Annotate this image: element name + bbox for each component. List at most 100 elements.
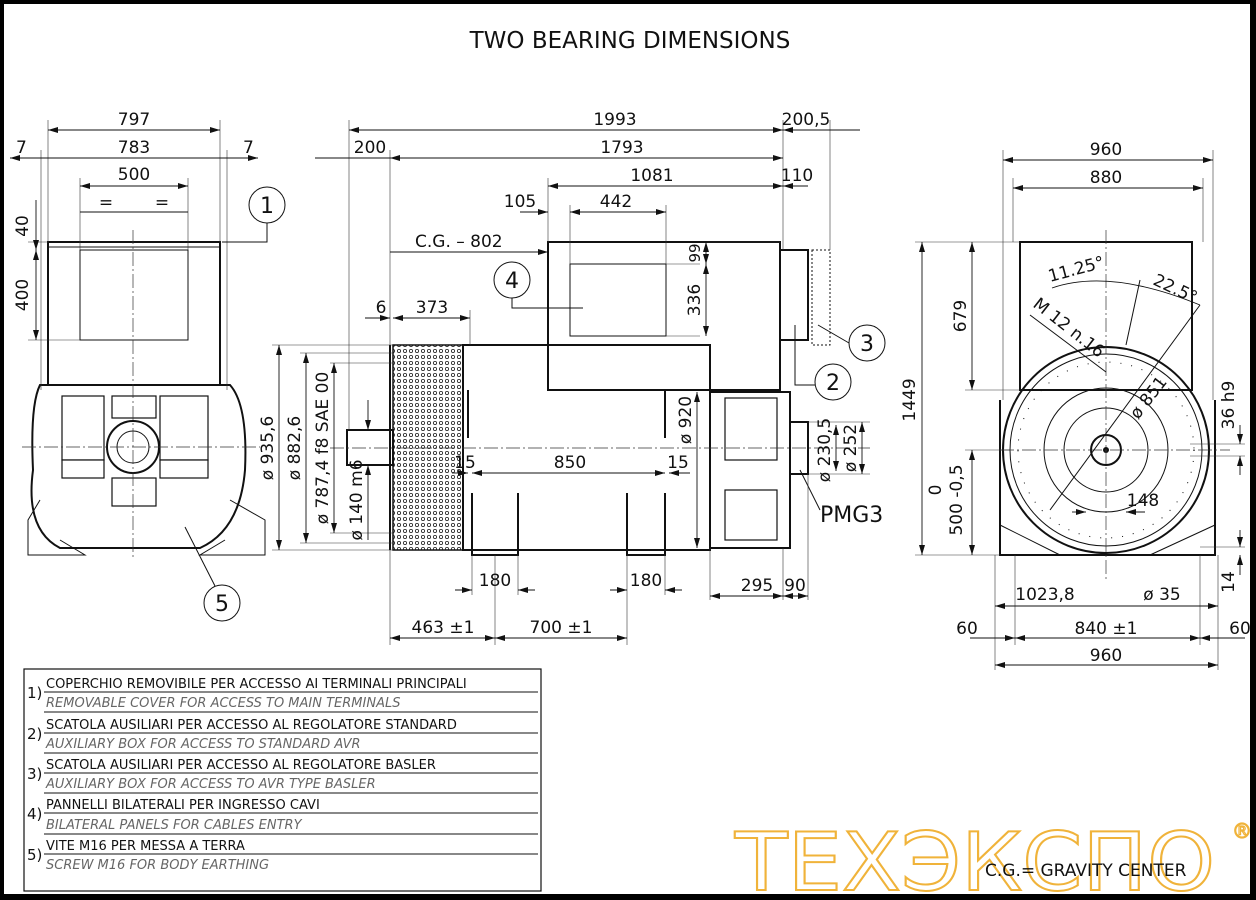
- svg-text:COPERCHIO REMOVIBILE PER ACCES: COPERCHIO REMOVIBILE PER ACCESSO AI TERM…: [46, 677, 467, 692]
- dim-40: 40: [13, 215, 33, 237]
- svg-text:SCATOLA AUSILIARI PER ACCESSO: SCATOLA AUSILIARI PER ACCESSO AL REGOLAT…: [46, 718, 457, 733]
- gravity-center-note: C.G.= GRAVITY CENTER: [985, 861, 1187, 881]
- dim-dia-140: ø 140 m6: [347, 459, 367, 540]
- holes-label: M 12 n.16: [1029, 294, 1108, 362]
- svg-text:AUXILIARY BOX FOR ACCESS TO ST: AUXILIARY BOX FOR ACCESS TO STANDARD AVR: [45, 737, 361, 752]
- dim-dia-787-4: ø 787,4 f8 SAE 00: [313, 372, 333, 525]
- dim-1993: 1993: [593, 110, 636, 130]
- dim-463: 463 ±1: [412, 618, 475, 638]
- dim-442: 442: [600, 192, 632, 212]
- svg-text:3): 3): [27, 765, 42, 783]
- legend-row-5: 5) VITE M16 PER MESSA A TERRA SCREW M16 …: [27, 839, 538, 873]
- end-view: 11.25° 22.5° M 12 n.16 ø 851 960 880 144…: [900, 140, 1251, 670]
- dim-7-right: 7: [243, 138, 254, 158]
- dim-679: 679: [951, 300, 971, 332]
- svg-text:PANNELLI BILATERALI PER INGRES: PANNELLI BILATERALI PER INGRESSO CAVI: [46, 798, 320, 813]
- dim-dia-35: ø 35: [1143, 585, 1180, 605]
- dim-90: 90: [784, 576, 806, 596]
- svg-text:3: 3: [860, 332, 874, 357]
- terminal-box: [47, 241, 221, 386]
- stator-body: [462, 344, 711, 551]
- dim-15-left: 15: [454, 453, 476, 473]
- dim-336: 336: [685, 284, 705, 316]
- dim-36-h9: 36 h9: [1219, 381, 1239, 430]
- svg-text:AUXILIARY BOX FOR ACCESS TO AV: AUXILIARY BOX FOR ACCESS TO AVR TYPE BAS…: [45, 777, 376, 792]
- dim-dia-230-5: ø 230,5: [815, 418, 835, 482]
- dim-960-top: 960: [1090, 140, 1122, 160]
- fan-cover: [392, 344, 464, 551]
- svg-text:BILATERAL PANELS FOR CABLES EN: BILATERAL PANELS FOR CABLES ENTRY: [46, 818, 303, 833]
- housing: [30, 384, 247, 549]
- callout-2: 2: [794, 325, 852, 401]
- dim-200-5: 200,5: [782, 110, 831, 130]
- dim-783: 783: [118, 138, 150, 158]
- dim-200: 200: [354, 138, 386, 158]
- dim-148: 148: [1127, 491, 1159, 511]
- dim-1023-8: 1023,8: [1015, 585, 1074, 605]
- svg-text:REMOVABLE COVER FOR ACCESS TO: REMOVABLE COVER FOR ACCESS TO MAIN TERMI…: [46, 696, 400, 711]
- drawing-title: TWO BEARING DIMENSIONS: [469, 28, 791, 54]
- legend-row-3: 3) SCATOLA AUSILIARI PER ACCESSO AL REGO…: [27, 758, 538, 794]
- svg-text:1): 1): [27, 684, 42, 702]
- dim-60-right: 60: [1229, 619, 1251, 639]
- aux-box-standard: [779, 249, 809, 341]
- dim-dia-882-6: ø 882,6: [285, 416, 305, 480]
- dim-880: 880: [1090, 168, 1122, 188]
- foot-right: [626, 493, 666, 556]
- dim-15-right: 15: [667, 453, 689, 473]
- legend-row-4: 4) PANNELLI BILATERALI PER INGRESSO CAVI…: [27, 798, 538, 835]
- dim-500: 500: [118, 165, 150, 185]
- dim-295: 295: [741, 576, 773, 596]
- svg-text:SCREW M16 FOR BODY EARTHING: SCREW M16 FOR BODY EARTHING: [46, 858, 269, 873]
- registered-mark: ®: [1232, 819, 1252, 843]
- dim-960-base: 960: [1090, 646, 1122, 666]
- equal-left: =: [99, 193, 113, 213]
- pmg-label: PMG3: [820, 503, 883, 528]
- dim-1449: 1449: [900, 378, 920, 421]
- dim-dia-252: ø 252: [841, 424, 861, 472]
- callout-4: 4: [493, 261, 583, 309]
- aux-box-basler: [811, 249, 831, 346]
- dim-14: 14: [1219, 571, 1239, 593]
- dim-500-shaft-height: 500 -0,5: [947, 464, 967, 535]
- side-view: 1993 200,5 200 1793 1081 110 105 442 C.G…: [258, 110, 886, 645]
- dim-60-left: 60: [956, 619, 978, 639]
- dim-373: 373: [416, 298, 448, 318]
- pmg-unit: [789, 421, 809, 475]
- callout-5: 5: [184, 526, 241, 622]
- svg-text:4): 4): [27, 805, 42, 823]
- svg-text:SCATOLA AUSILIARI PER ACCESSO: SCATOLA AUSILIARI PER ACCESSO AL REGOLAT…: [46, 758, 436, 773]
- dim-1081: 1081: [630, 166, 673, 186]
- foot-left: [471, 493, 519, 556]
- svg-text:2): 2): [27, 725, 42, 743]
- svg-text:VITE M16 PER MESSA A TERRA: VITE M16 PER MESSA A TERRA: [46, 839, 245, 854]
- louvers: [61, 395, 209, 507]
- dim-dia-920: ø 920: [676, 396, 696, 444]
- svg-text:5: 5: [215, 592, 229, 617]
- dim-6: 6: [376, 298, 387, 318]
- legend-row-1: 1) COPERCHIO REMOVIBILE PER ACCESSO AI T…: [27, 677, 538, 713]
- dim-7-left: 7: [16, 138, 27, 158]
- svg-text:5): 5): [27, 846, 42, 864]
- dim-850: 850: [554, 453, 586, 473]
- callout-1: 1: [222, 186, 286, 243]
- angle-11-25: 11.25°: [1046, 253, 1106, 287]
- cg-label: C.G. – 802: [415, 232, 503, 252]
- dim-dia-935-6: ø 935,6: [258, 416, 278, 480]
- legend-row-2: 2) SCATOLA AUSILIARI PER ACCESSO AL REGO…: [27, 718, 538, 754]
- tolerance-upper: 0: [926, 485, 946, 496]
- dim-700: 700 ±1: [530, 618, 593, 638]
- dim-1793: 1793: [600, 138, 643, 158]
- dim-840: 840 ±1: [1075, 619, 1138, 639]
- dim-797: 797: [118, 110, 150, 130]
- front-view: 797 783 7 7 500 = = 40 400 1 5: [10, 110, 286, 622]
- watermark-logo: ТЕХЭКСПО: [734, 816, 1215, 900]
- dim-180-right: 180: [630, 571, 662, 591]
- dim-400: 400: [13, 279, 33, 311]
- rear-louvers: [724, 397, 778, 541]
- svg-text:1: 1: [260, 194, 274, 219]
- callout-3: 3: [817, 324, 886, 362]
- dim-105: 105: [504, 192, 536, 212]
